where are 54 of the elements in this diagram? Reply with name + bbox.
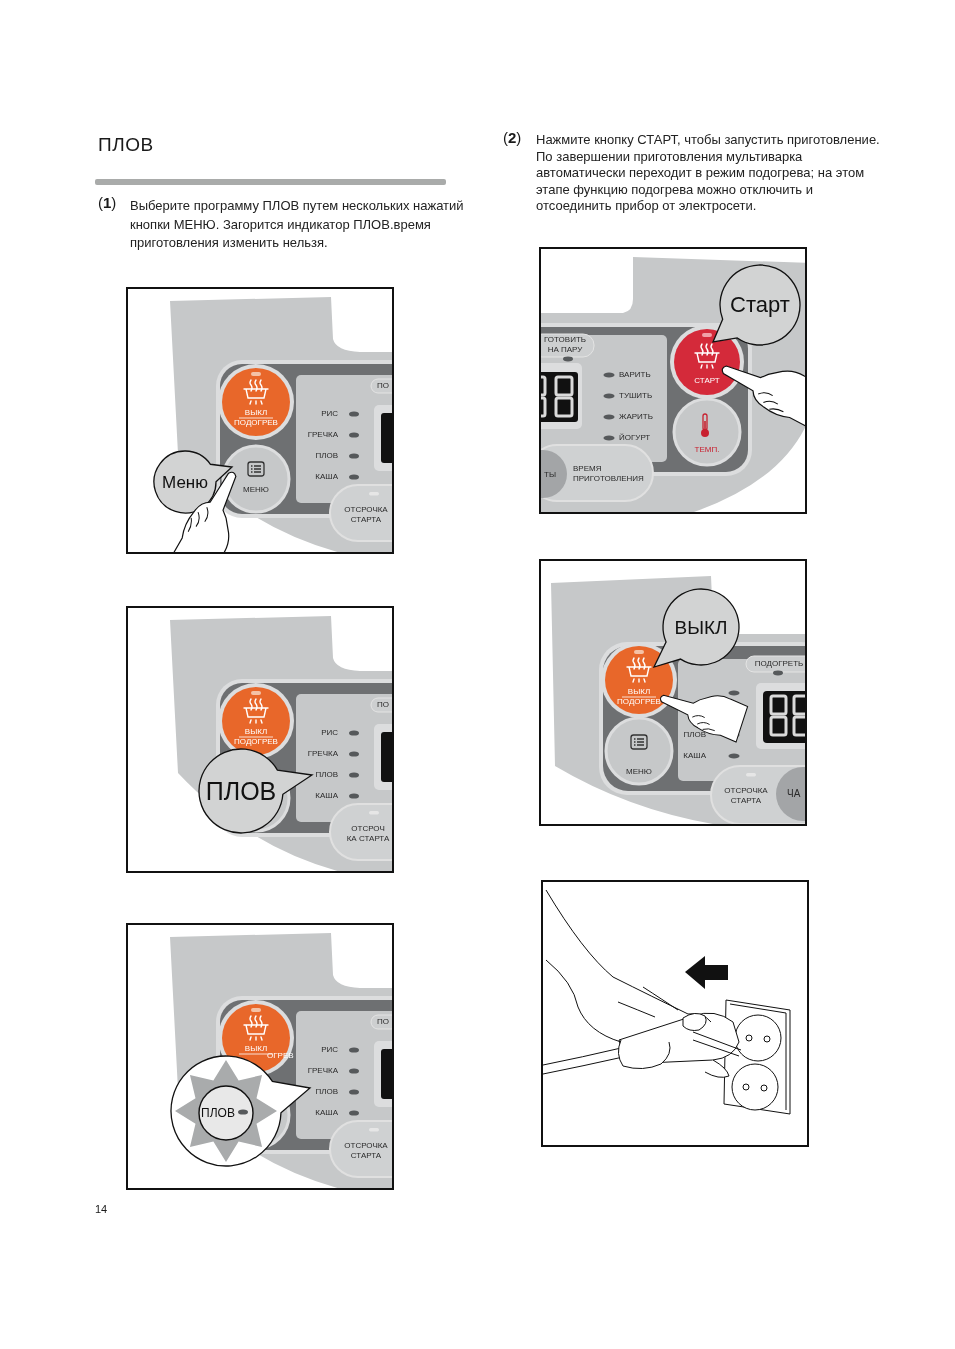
- panel-label: ПОДОГРЕВ: [617, 697, 661, 707]
- panel-label: ПОДОГРЕТЬ: [754, 659, 804, 669]
- panel-label: ЙОГУРТ: [619, 433, 651, 443]
- panel-label: КАША: [683, 751, 706, 761]
- panel-label: ПО: [377, 1017, 389, 1027]
- panel-label: КАША: [315, 791, 338, 801]
- speech-bubble: [652, 587, 741, 669]
- panel-label: РИС: [321, 728, 338, 738]
- panel-label: ГОТОВИТЬ НА ПАРУ: [542, 335, 588, 355]
- instruction-text: Выберите программу ПЛОВ путем нескольких нажатий кнопки МЕНЮ. Загорится индикатор ПЛОВ.время приготовления изменить нельзя.: [130, 197, 465, 252]
- panel-label: ВЫКЛ: [244, 727, 268, 737]
- panel-label: МЕНЮ: [626, 767, 652, 777]
- panel-label: ГРЕЧКА: [307, 430, 338, 440]
- panel-label: ГРЕЧКА: [307, 749, 338, 759]
- panel-label: ВАРИТЬ: [619, 370, 651, 380]
- callout-text: ПЛОВ: [201, 1107, 235, 1119]
- panel-label: ПОДОГРЕВ: [234, 418, 278, 428]
- panel-label: ТЕМП.: [694, 445, 720, 455]
- instruction-text: Нажмите кнопку СТАРТ, чтобы запустить приготовление. По завершении приготовления мультиварка автоматически переходит в режим подогрева; на этом этапе функцию подогрева можно отключить и отсоединить прибор от электросети.: [536, 132, 881, 215]
- panel-label: ТЫ: [544, 470, 556, 480]
- step-number: (1): [98, 194, 117, 212]
- page-number: 14: [95, 1203, 108, 1217]
- callout-text: ПЛОВ: [205, 778, 277, 804]
- panel-label: ПО: [377, 700, 389, 710]
- panel-label: ПО: [377, 381, 389, 391]
- step-number: (2): [503, 129, 522, 147]
- panel-label: ОТСРОЧКА СТАРТА: [723, 786, 769, 806]
- panel-label: ПЛОВ: [315, 1087, 338, 1097]
- speech-bubble: [711, 263, 802, 347]
- panel-label: ПЛОВ: [683, 730, 706, 740]
- callout-text: Старт: [730, 294, 790, 316]
- section-title: ПЛОВ: [98, 135, 154, 156]
- callout-text: ВЫКЛ: [674, 617, 728, 637]
- panel-label: ЖАРИТЬ: [619, 412, 653, 422]
- speech-bubble: [152, 449, 234, 515]
- panel-label: ВЫКЛ: [244, 408, 268, 418]
- panel-label: ЧА: [787, 788, 801, 800]
- panel-label: ОТСРОЧКА СТАРТА: [343, 1141, 389, 1161]
- panel-label: РИС: [321, 1045, 338, 1055]
- panel-label: ГРЕЧКА: [307, 1066, 338, 1076]
- panel-label: КАША: [315, 1108, 338, 1118]
- panel-label: ВРЕМЯ ПРИГОТОВЛЕНИЯ: [573, 464, 645, 484]
- callout-text: Меню: [162, 473, 208, 491]
- panel-label: ОТСРОЧ КА СТАРТА: [345, 824, 391, 844]
- panel-label: МЕНЮ: [243, 485, 269, 495]
- panel-label: РИС: [321, 409, 338, 419]
- panel-label: ВЫКЛ: [627, 687, 651, 697]
- panel-label: ПЛОВ: [315, 451, 338, 461]
- panel-label: ТУШИТЬ: [619, 391, 653, 401]
- panel-label: СТАРТ: [694, 376, 720, 386]
- panel-label: КАША: [315, 472, 338, 482]
- panel-label: ОТСРОЧКА СТАРТА: [343, 505, 389, 525]
- panel-label: ПЛОВ: [315, 770, 338, 780]
- panel-label: ВЫКЛ: [244, 1044, 268, 1054]
